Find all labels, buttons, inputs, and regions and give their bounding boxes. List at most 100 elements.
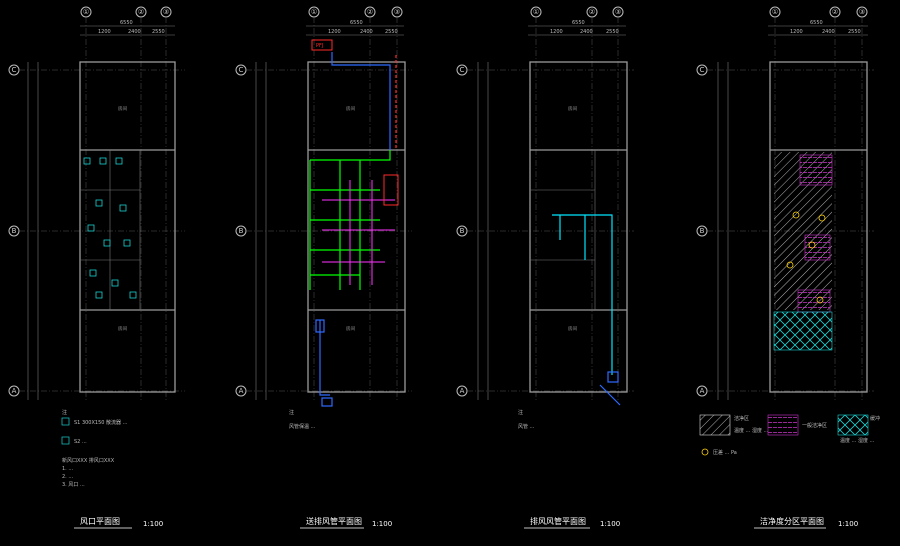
- svg-text:1200: 1200: [790, 29, 803, 35]
- svg-text:1200: 1200: [550, 29, 563, 35]
- sheet-supply-exhaust-duct-plan: ① ② ③ 6550 1200 2400 2550 C B A: [235, 6, 412, 529]
- exhaust-duct: [322, 174, 399, 285]
- svg-text:2400: 2400: [360, 29, 373, 35]
- legend-item-label: 缓冲: [870, 415, 880, 422]
- top-axis-1: ①: [308, 6, 320, 18]
- side-axis-A: A: [696, 385, 708, 397]
- svg-text:2400: 2400: [580, 29, 593, 35]
- svg-text:③: ③: [859, 8, 865, 16]
- svg-text:2550: 2550: [606, 29, 619, 35]
- svg-text:2. ...: 2. ...: [62, 474, 74, 480]
- pressure-markers: [786, 211, 826, 304]
- diffuser-group: [83, 157, 137, 299]
- svg-text:③: ③: [394, 8, 400, 16]
- svg-text:2400: 2400: [128, 29, 141, 35]
- svg-text:S2 ...: S2 ...: [74, 439, 87, 445]
- sheet-scale: 1:100: [143, 520, 163, 528]
- side-axis-C: C: [235, 64, 247, 76]
- top-axis-1: ①: [530, 6, 542, 18]
- notes-heading: 注: [62, 409, 67, 416]
- svg-text:②: ②: [367, 8, 373, 16]
- svg-text:6550: 6550: [572, 20, 585, 26]
- top-axis-3: ③: [160, 6, 172, 18]
- exhaust-duct: [552, 214, 621, 406]
- svg-text:③: ③: [615, 8, 621, 16]
- svg-text:房间: 房间: [118, 105, 127, 112]
- sheet-title: 洁净度分区平面图: [760, 516, 824, 526]
- sheet-cleanroom-zoning-plan: ① ② ③ 6550 1200 2400 2550 C B A: [696, 6, 880, 529]
- riser-duct: [315, 52, 397, 407]
- top-axis-1: ①: [769, 6, 781, 18]
- side-axis-C: C: [8, 64, 20, 76]
- top-axis-1: ①: [80, 6, 92, 18]
- svg-text:B: B: [700, 227, 705, 235]
- svg-text:6550: 6550: [120, 20, 133, 26]
- sheet-scale: 1:100: [838, 520, 858, 528]
- svg-text:1200: 1200: [328, 29, 341, 35]
- side-axis-C: C: [456, 64, 468, 76]
- zone-buffer: [773, 311, 833, 351]
- svg-text:风管保温 ...: 风管保温 ...: [289, 423, 316, 430]
- sheet-diffuser-plan: ① ② ③ 6550 1200 2400 2550 C B A: [8, 6, 185, 529]
- side-axis-B: B: [8, 225, 20, 237]
- side-axis-C: C: [696, 64, 708, 76]
- sheet-scale: 1:100: [600, 520, 620, 528]
- svg-text:1200: 1200: [98, 29, 111, 35]
- svg-text:3. 风口 ...: 3. 风口 ...: [62, 482, 85, 488]
- svg-text:A: A: [460, 387, 465, 395]
- side-axis-B: B: [456, 225, 468, 237]
- side-axis-B: B: [235, 225, 247, 237]
- top-axis-3: ③: [612, 6, 624, 18]
- top-axis-2: ②: [586, 6, 598, 18]
- top-axis-2: ②: [135, 6, 147, 18]
- sheet-title: 排风风管平面图: [530, 516, 586, 526]
- legend-item-label: 洁净区: [734, 415, 749, 422]
- svg-text:风管 ...: 风管 ...: [518, 423, 535, 430]
- top-axis-3: ③: [391, 6, 403, 18]
- svg-text:C: C: [700, 66, 705, 74]
- top-axis-2: ②: [829, 6, 841, 18]
- svg-text:C: C: [12, 66, 17, 74]
- side-axis-B: B: [696, 225, 708, 237]
- equipment-tag: PFJ: [316, 43, 323, 49]
- legend: 洁净区 温度 ... 湿度 ... 一般洁净区 缓冲 温度 ... 湿度 ...…: [699, 414, 880, 456]
- side-axis-A: A: [8, 385, 20, 397]
- svg-text:③: ③: [163, 8, 169, 16]
- svg-text:房间: 房间: [118, 325, 127, 332]
- svg-text:2550: 2550: [152, 29, 165, 35]
- svg-text:A: A: [700, 387, 705, 395]
- svg-text:A: A: [12, 387, 17, 395]
- svg-text:B: B: [12, 227, 17, 235]
- svg-text:①: ①: [83, 8, 89, 16]
- svg-text:房间: 房间: [568, 105, 577, 112]
- svg-text:温度 ... 湿度 ...: 温度 ... 湿度 ...: [840, 437, 875, 444]
- svg-text:B: B: [239, 227, 244, 235]
- top-axis-2: ②: [364, 6, 376, 18]
- svg-text:②: ②: [138, 8, 144, 16]
- side-axis-A: A: [456, 385, 468, 397]
- svg-text:②: ②: [589, 8, 595, 16]
- svg-text:C: C: [239, 66, 244, 74]
- svg-text:①: ①: [533, 8, 539, 16]
- svg-text:注: 注: [518, 409, 523, 416]
- svg-text:A: A: [239, 387, 244, 395]
- svg-text:6550: 6550: [810, 20, 823, 26]
- svg-text:②: ②: [832, 8, 838, 16]
- svg-text:温度 ... 湿度 ...: 温度 ... 湿度 ...: [734, 427, 769, 434]
- svg-text:C: C: [460, 66, 465, 74]
- svg-text:2550: 2550: [848, 29, 861, 35]
- legend-item-label: 一般洁净区: [802, 422, 827, 429]
- svg-text:①: ①: [311, 8, 317, 16]
- svg-text:1. ...: 1. ...: [62, 466, 74, 472]
- sheet-scale: 1:100: [372, 520, 392, 528]
- sheet-title: 送排风管平面图: [306, 516, 362, 526]
- svg-text:S1 300X150 散流器 ...: S1 300X150 散流器 ...: [74, 419, 128, 426]
- svg-text:2550: 2550: [385, 29, 398, 35]
- side-axis-A: A: [235, 385, 247, 397]
- svg-text:房间: 房间: [346, 325, 355, 332]
- svg-text:压差 ... Pa: 压差 ... Pa: [713, 449, 737, 456]
- svg-text:2400: 2400: [822, 29, 835, 35]
- sheet-exhaust-duct-plan: ① ② ③ 6550 1200 2400 2550 C B A: [456, 6, 634, 529]
- svg-text:注: 注: [289, 409, 294, 416]
